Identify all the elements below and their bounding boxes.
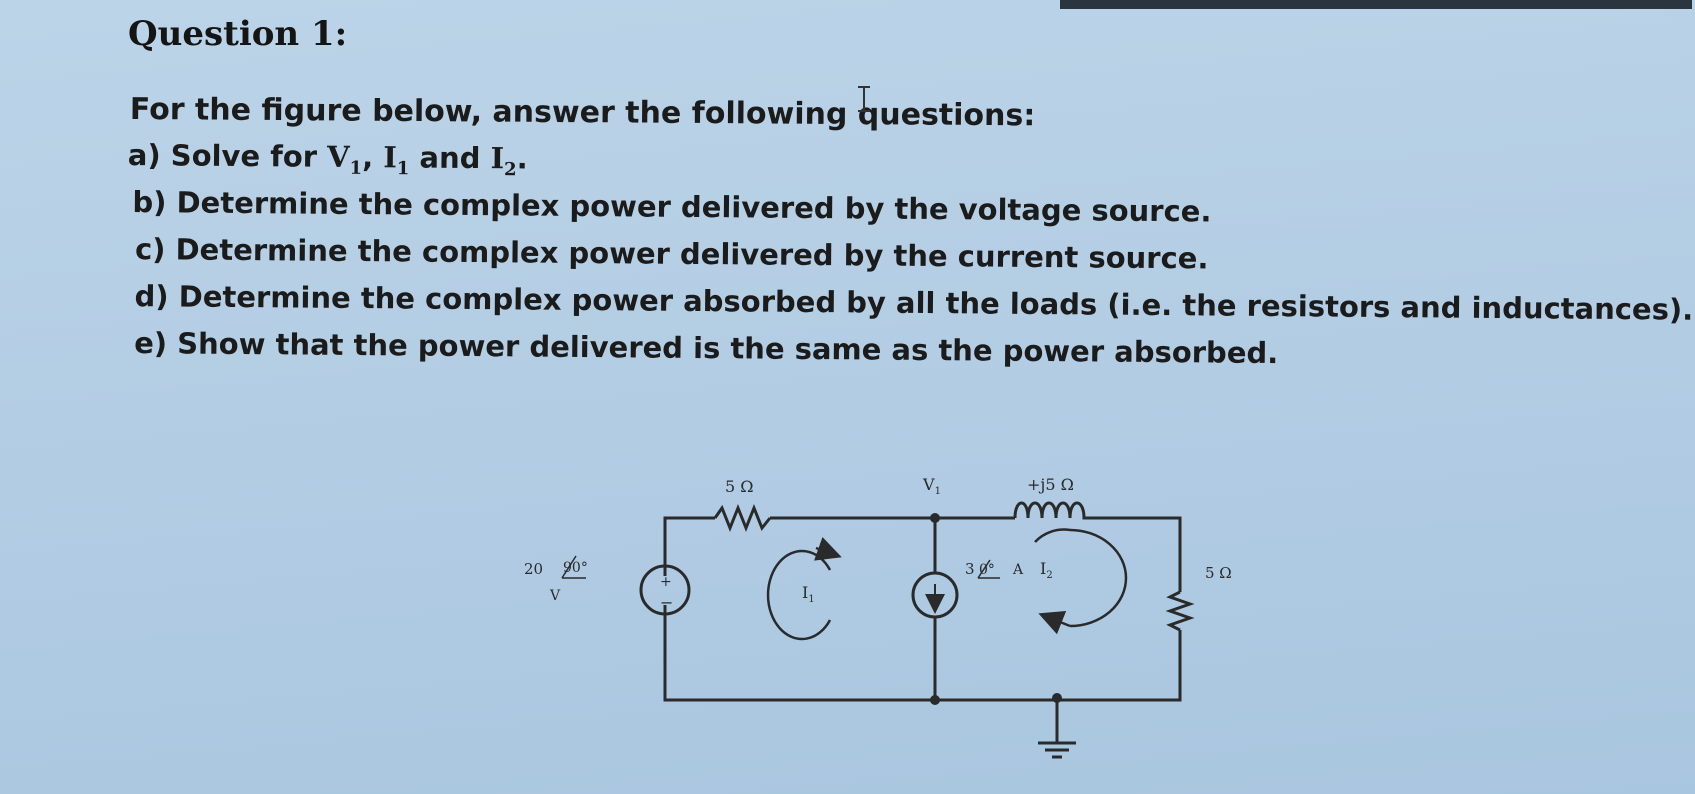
vsource-minus: − xyxy=(660,593,673,612)
monitor-bezel-edge xyxy=(1060,0,1692,9)
circuit-diagram: 5 Ω V1 +j5 Ω 20 90° V + − I1 3 0° A I2 5… xyxy=(524,475,1232,759)
node-v1 xyxy=(930,513,940,523)
mesh1-arrow xyxy=(814,537,842,561)
i2-symbol: I2 xyxy=(490,141,517,181)
resistor-r1 xyxy=(713,503,772,533)
mesh1-arc xyxy=(766,549,832,641)
mesh2-arc xyxy=(1069,528,1128,628)
wire-right-top2 xyxy=(1088,516,1182,592)
part-a-sep1: , xyxy=(362,140,384,175)
wire-right-bottom xyxy=(663,605,1182,702)
part-a-suffix: . xyxy=(516,141,528,176)
r2-label: 5 Ω xyxy=(1205,564,1232,582)
vsource-angle: 90° xyxy=(563,560,588,576)
question-parts: a) Solve for V1, I1 and I2. b) Determine… xyxy=(126,138,1694,386)
inductor xyxy=(1013,501,1088,520)
ground-symbol xyxy=(1038,741,1076,759)
vsource-plus: + xyxy=(660,574,672,590)
question-title: Question 1: xyxy=(128,14,348,54)
question-intro: For the figure below, answer the followi… xyxy=(129,92,1036,134)
mesh2-label: I2 xyxy=(1040,559,1053,581)
inductor-label: +j5 Ω xyxy=(1027,475,1074,494)
isource-unit: A xyxy=(1012,562,1024,578)
mesh1-label: I1 xyxy=(802,583,815,605)
part-a-prefix: a) Solve for xyxy=(127,138,328,174)
node-ground xyxy=(1052,693,1062,703)
wire-left-top xyxy=(663,516,715,576)
current-source xyxy=(911,571,959,619)
mesh2-arc-left xyxy=(1034,528,1071,543)
node-bottom-mid xyxy=(930,695,940,705)
isource-magnitude: 3 xyxy=(965,560,975,578)
node-v1-label: V1 xyxy=(922,475,941,497)
r1-label: 5 Ω xyxy=(725,477,754,496)
i1-symbol: I1 xyxy=(383,140,410,180)
isource-angle: 0° xyxy=(979,562,995,578)
vsource-angle-slash xyxy=(561,555,577,579)
vsource-unit: V xyxy=(549,588,561,604)
v1-symbol: V1 xyxy=(326,139,363,179)
part-a-sep2: and xyxy=(409,140,491,176)
isource-angle-slash xyxy=(977,559,991,579)
resistor-r2 xyxy=(1165,590,1195,632)
text-cursor-icon xyxy=(858,86,870,112)
voltage-source xyxy=(639,564,691,616)
mesh2-arrow xyxy=(1038,611,1071,635)
vsource-magnitude: 20 xyxy=(524,560,543,578)
